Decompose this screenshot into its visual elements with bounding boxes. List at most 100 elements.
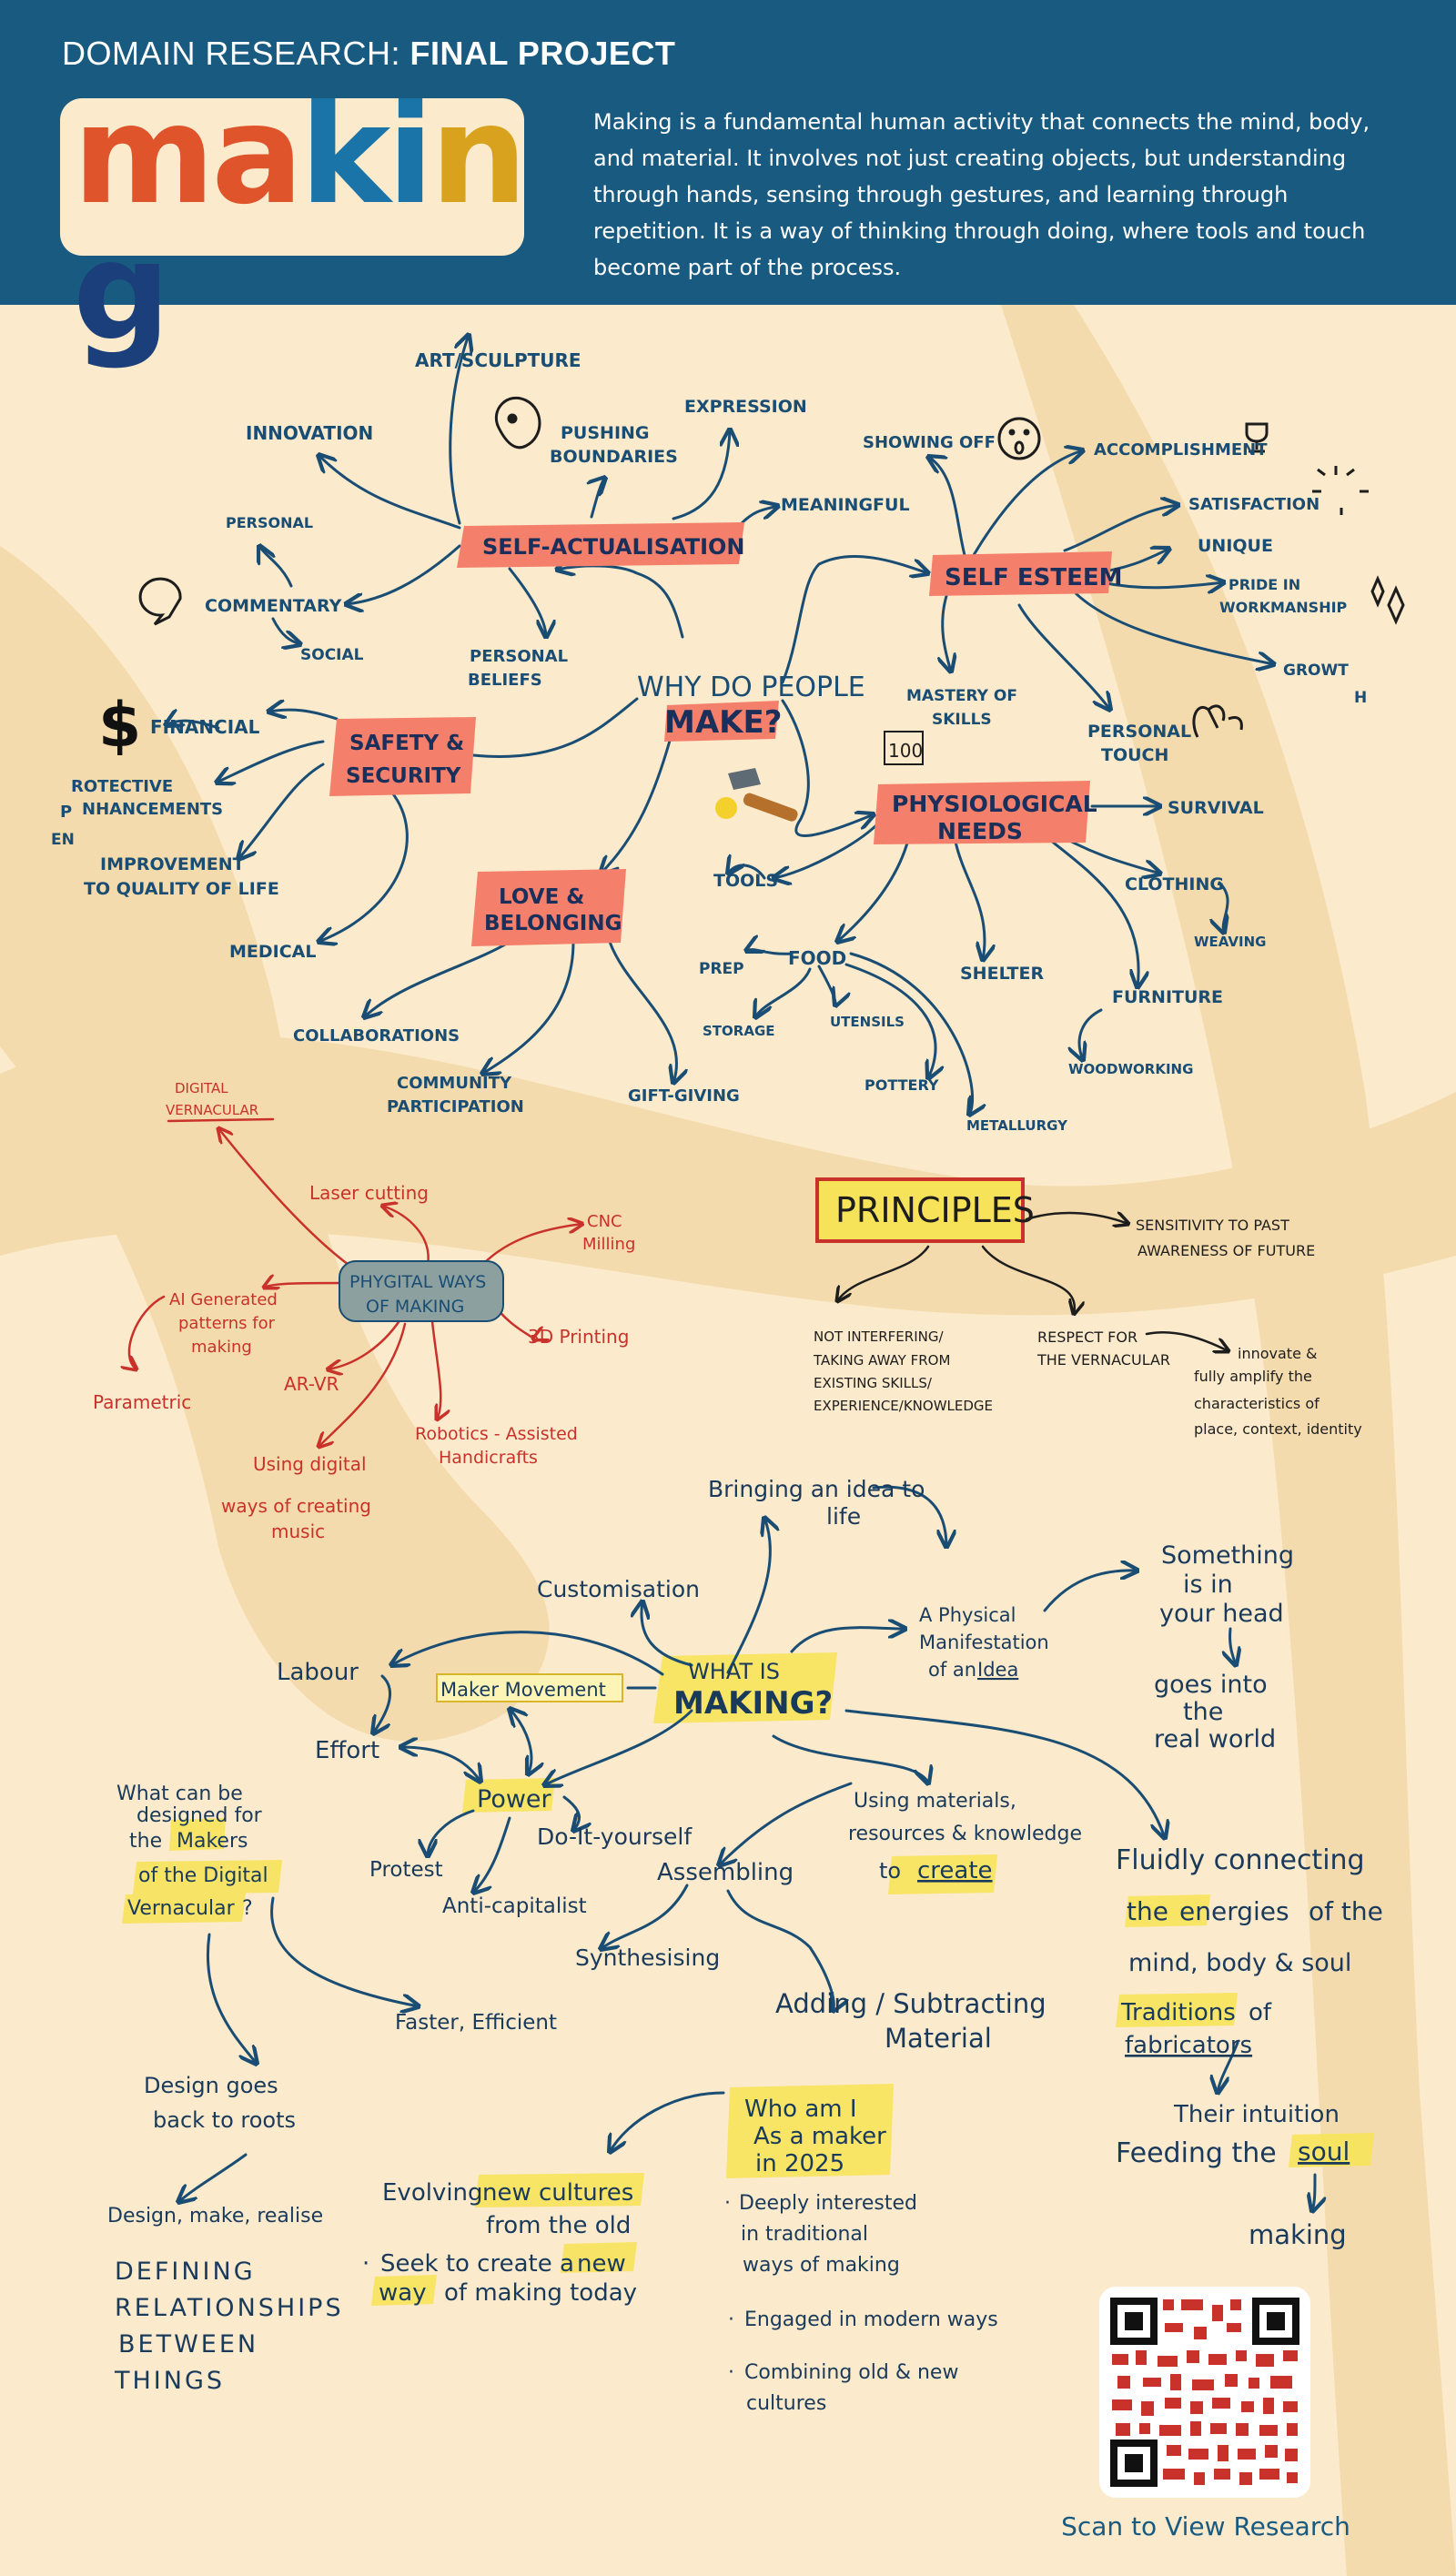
art-sculpture-text: ART/SCULPTURE — [415, 349, 581, 371]
traditions-text: Traditions — [1120, 1999, 1236, 2026]
intro-paragraph: Making is a fundamental human activity t… — [593, 109, 1370, 280]
community-text-2: PARTICIPATION — [387, 1097, 524, 1116]
highlights — [122, 1652, 1374, 2306]
making-logo: making — [60, 87, 528, 360]
customisation-text: Customisation — [537, 1576, 700, 1602]
digital-vernacular-text-1: DIGITAL — [175, 1080, 228, 1096]
something-text-1: Something — [1161, 1541, 1294, 1570]
page-title: DOMAIN RESEARCH: FINAL PROJECT — [62, 35, 676, 72]
principles-label: PRINCIPLES — [835, 1190, 1035, 1230]
self-actualisation-label: SELF-ACTUALISATION — [482, 534, 744, 560]
money-icon: $ — [98, 690, 141, 762]
innovate-text-2: fully amplify the — [1194, 1368, 1312, 1385]
ai-text-2: patterns for — [178, 1314, 276, 1333]
sensitivity-text-1: SENSITIVITY TO PAST — [1136, 1217, 1289, 1234]
what-can-text-3: the — [129, 1830, 162, 1853]
create-text: create — [917, 1857, 993, 1884]
sparkle-icon — [1312, 466, 1405, 625]
unique-text: UNIQUE — [1198, 536, 1273, 556]
deeply-text-1: Deeply interested — [739, 2192, 917, 2215]
score-100-icon: 100 — [884, 731, 924, 765]
way-highlight — [371, 2275, 437, 2306]
what-can-text-2: designed for — [136, 1804, 263, 1827]
deeply-text-2: in traditional — [741, 2223, 868, 2246]
using-text-2: resources & knowledge — [848, 1823, 1082, 1845]
prep-text: PREP — [699, 960, 744, 978]
vernacular-highlight — [122, 1893, 246, 1924]
social-text: SOCIAL — [300, 646, 364, 664]
maker-movement-box — [436, 1673, 623, 1702]
pride-text-2: WORKMANSHIP — [1219, 599, 1348, 616]
synthesising-text: Synthesising — [575, 1945, 720, 1971]
engaged-text: Engaged in modern ways — [744, 2308, 998, 2331]
beliefs-text-1: PERSONAL — [470, 647, 568, 666]
the-text: the — [1127, 1896, 1168, 1926]
growth-h-text: H — [1354, 689, 1367, 707]
metallurgy-text: METALLURGY — [966, 1117, 1068, 1134]
mindmap-what-is-making — [178, 1485, 1315, 2211]
digital-vernacular-text-2: VERNACULAR — [166, 1102, 258, 1118]
of-the-text: of the — [1309, 1896, 1383, 1926]
improvement-text-2: TO QUALITY OF LIFE — [84, 879, 279, 899]
new-cultures-highlight — [475, 2173, 644, 2207]
mastery-text-1: MASTERY OF — [906, 687, 1017, 705]
seek-hl-way-text: way — [379, 2279, 427, 2307]
shelter-text: SHELTER — [960, 964, 1044, 984]
evolving-hl-text: new cultures — [482, 2179, 633, 2207]
phygital-label-2: OF MAKING — [366, 1297, 464, 1317]
making-center-highlight — [653, 1652, 837, 1723]
commentary-text: COMMENTARY — [205, 596, 342, 616]
effort-text: Effort — [315, 1737, 379, 1764]
defining-text-1: DEFINING — [115, 2258, 256, 2286]
love-label-2: BELONGING — [484, 912, 622, 935]
adding-text-1: Adding / Subtracting — [775, 1988, 1046, 2019]
evolving-pre-text: Evolving — [382, 2179, 483, 2207]
making-center-text: MAKING? — [673, 1685, 833, 1722]
satisfaction-text: SATISFACTION — [1188, 495, 1320, 514]
power-highlight — [462, 1778, 555, 1813]
header-banner: DOMAIN RESEARCH: FINAL PROJECT making Ma… — [0, 0, 1456, 360]
who-am-i-highlight — [726, 2084, 894, 2178]
self-actualisation-box — [457, 522, 744, 568]
robotics-text-1: Robotics - Assisted — [415, 1424, 578, 1444]
not-interfering-text-2: TAKING AWAY FROM — [813, 1352, 950, 1369]
music-text-2: ways of creating — [221, 1495, 371, 1517]
pottery-text: POTTERY — [864, 1076, 939, 1094]
innovate-text-4: place, context, identity — [1194, 1420, 1362, 1438]
vernacular-text: Vernacular — [127, 1897, 236, 1920]
goes-text-1: goes into — [1154, 1671, 1268, 1699]
seek-hl-new-text: new — [577, 2250, 626, 2278]
qr-caption: Scan to View Research — [1061, 2511, 1350, 2541]
svg-text:$: $ — [98, 690, 141, 762]
respect-text-2: THE VERNACULAR — [1036, 1351, 1170, 1369]
safety-label-1: SAFETY & — [349, 732, 464, 755]
principles-map — [837, 1213, 1228, 1351]
showing-off-text: SHOWING OFF — [863, 433, 996, 452]
meaningful-text: MEANINGFUL — [781, 495, 910, 515]
deeply-bullet: · — [724, 2192, 731, 2215]
feeding-text: Feeding the — [1116, 2137, 1277, 2169]
something-text-2: is in — [1183, 1571, 1233, 1599]
ar-vr-text: AR-VR — [284, 1373, 339, 1395]
fluidly-text: Fluidly connecting — [1116, 1844, 1365, 1876]
protective-text-1: ROTECTIVE — [71, 777, 173, 796]
physical-text-2: Manifestation — [919, 1631, 1049, 1653]
makers-text: Makers — [177, 1830, 248, 1853]
bringing-text-2: life — [826, 1503, 861, 1530]
score-100-label: 100 — [888, 740, 923, 762]
speech-bubble-icon — [138, 577, 182, 626]
qr-code-graphic — [1110, 2298, 1299, 2487]
makers-highlight — [169, 1818, 226, 1851]
love-belonging-box — [471, 869, 626, 946]
diy-text: Do-It-yourself — [537, 1823, 693, 1850]
personal-text: PERSONAL — [226, 514, 313, 531]
mind-map-canvas: $ 100 WHY DO PEOPLE MAKE? SELF-ACTUALISA… — [0, 305, 1456, 2576]
ai-text-3: making — [191, 1338, 252, 1357]
beliefs-text-2: BELIEFS — [468, 671, 542, 690]
food-text: FOOD — [788, 947, 846, 969]
self-esteem-label: SELF ESTEEM — [945, 564, 1122, 591]
using-text-3: to — [879, 1858, 901, 1884]
ai-text-1: AI Generated — [169, 1290, 278, 1309]
safety-label-2: SECURITY — [346, 764, 461, 788]
qr-code[interactable] — [1099, 2287, 1310, 2498]
